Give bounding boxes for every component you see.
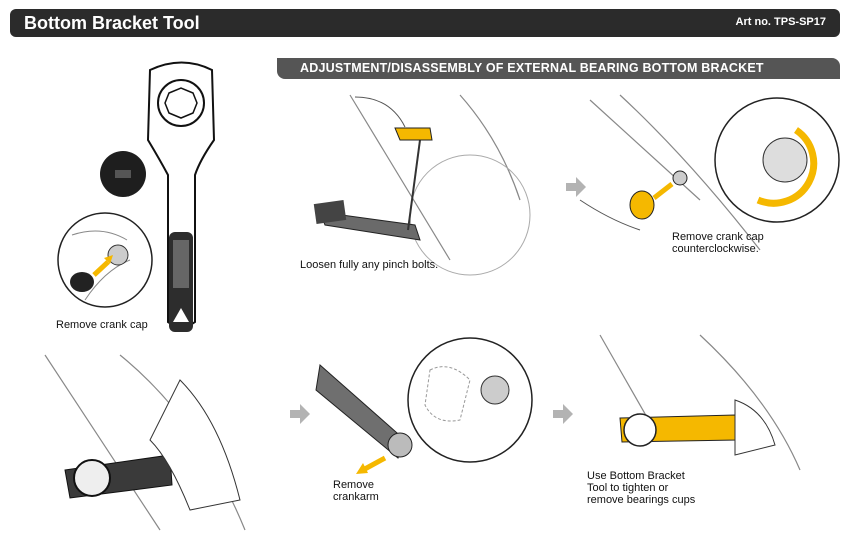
panel-remove-crankarm xyxy=(290,337,533,474)
bottom-bracket-tool-illustration xyxy=(100,61,216,332)
caption-crankarm-line2: crankarm xyxy=(333,491,379,503)
caption-remove-crank-cap: Remove crank cap xyxy=(56,319,148,331)
caption-use-line2: Tool to tighten or xyxy=(587,482,669,494)
crank-cap-inset xyxy=(57,212,153,308)
caption-cap-line1: Remove crank cap xyxy=(672,231,764,243)
caption-use-line1: Use Bottom Bracket xyxy=(587,470,685,482)
caption-cap-line2: counterclockwise. xyxy=(672,243,759,255)
panel-remove-cap xyxy=(566,94,840,251)
caption-use-line3: remove bearings cups xyxy=(587,494,696,506)
caption-loosen-bolts: Loosen fully any pinch bolts. xyxy=(300,259,439,271)
article-number: Art no. TPS-SP17 xyxy=(735,16,826,28)
title-bar: Bottom Bracket Tool Art no. TPS-SP17 xyxy=(10,9,840,37)
panel-use-tool xyxy=(553,334,801,471)
caption-crankarm-line1: Remove xyxy=(333,479,374,491)
page-title: Bottom Bracket Tool xyxy=(24,13,200,33)
panel-loosen-bolts xyxy=(290,94,531,276)
section-title: ADJUSTMENT/DISASSEMBLY OF EXTERNAL BEARI… xyxy=(300,61,764,75)
panel-tool-on-bracket xyxy=(44,354,246,531)
section-banner: ADJUSTMENT/DISASSEMBLY OF EXTERNAL BEARI… xyxy=(277,58,840,79)
